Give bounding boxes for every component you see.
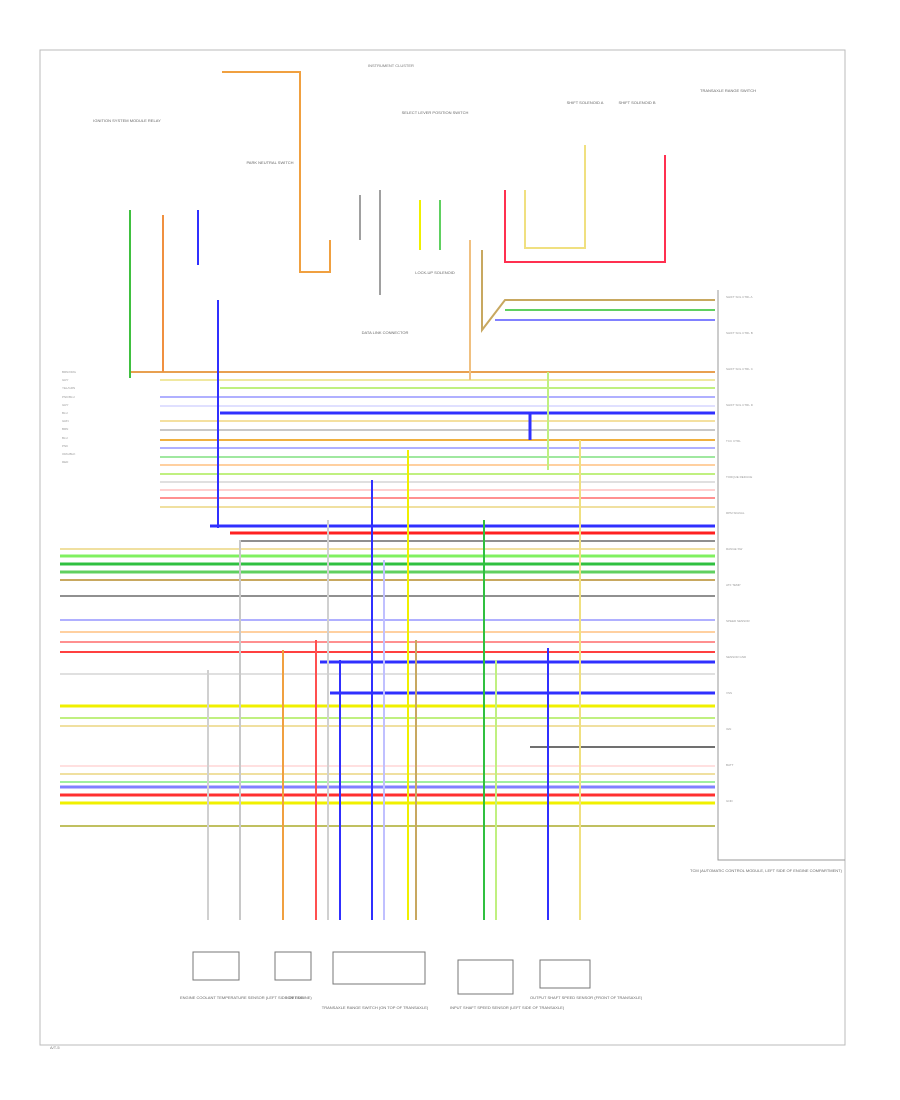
top-wire [504, 155, 666, 263]
tcm-pin-label: RPM SIGNAL [726, 511, 745, 515]
left-wire-label: YEL/GRN [62, 386, 76, 391]
component-label-c1: IGNITION SYSTEM MODULE RELAY [93, 118, 161, 123]
component-label-b5: OUTPUT SHAFT SPEED SENSOR (FRONT OF TRAN… [530, 995, 643, 1000]
left-wire-label: BRN/ORG [62, 370, 77, 374]
tcm-pin-label: TCC CTRL [726, 439, 741, 443]
component-label-c3: SELECT LEVER POSITION SWITCH [401, 110, 469, 115]
component-label-c4: SHIFT SOLENOID A [566, 100, 604, 105]
tcm-pin-label: SHIFT SOL CTRL D [726, 403, 753, 407]
left-wire-label: PNK [62, 443, 69, 448]
left-wire-label: GRY [62, 378, 69, 383]
tcm-connector-edge [717, 290, 845, 861]
header-label: INSTRUMENT CLUSTER [368, 63, 414, 68]
tcm-pin-label: SENSOR GND [726, 655, 747, 659]
component-label-c7: LOCK-UP SOLENOID [415, 270, 455, 275]
component-label-b2: IGNITION [286, 995, 304, 1000]
left-wire-label: BLU [62, 435, 68, 440]
component-label-b3: TRANSAXLE RANGE SWITCH (ON TOP OF TRANSA… [321, 1005, 429, 1010]
range-switch-box [332, 951, 426, 985]
tcm-pin-label: SPEED SENSOR [726, 619, 750, 623]
component-label-c2: PARK NEUTRAL SWITCH [246, 160, 294, 165]
component-label-c5: SHIFT SOLENOID B [618, 100, 656, 105]
top-wire [222, 71, 331, 273]
left-wire-label: GRN [62, 419, 69, 424]
tcm-pin-label: BATT [726, 763, 734, 767]
tcm-pin-label: SHIFT SOL CTRL A [726, 295, 753, 299]
tcm-pin-label: VSS [726, 691, 733, 695]
input-speed-sensor-box [457, 959, 514, 995]
left-wire-label: GRY [62, 402, 69, 407]
top-wire [524, 145, 586, 249]
left-wire-label: RED [62, 460, 69, 465]
component-label-b4: INPUT SHAFT SPEED SENSOR (LEFT SIDE OF T… [450, 1005, 565, 1010]
footer-code: A/T-5 [50, 1045, 60, 1050]
tcm-pin-label: TORQUE REDUCE [726, 475, 753, 479]
component-label-c6: TRANSAXLE RANGE SWITCH [700, 88, 757, 93]
tcm-pin-label: SHIFT SOL CTRL C [726, 367, 753, 371]
ect-sensor-box [192, 951, 240, 981]
ignition-box [274, 951, 312, 981]
top-wire [481, 250, 715, 333]
tcm-pin-label: ATF TEMP [726, 583, 741, 587]
tcm-pin-label: GND [726, 799, 733, 803]
output-speed-sensor-box [539, 959, 591, 989]
left-wire-label: BLU [62, 411, 68, 415]
left-wire-label: ORG/BLK [62, 452, 76, 456]
tcm-module-label: TCM (AUTOMATIC CONTROL MODULE, LEFT SIDE… [690, 868, 842, 873]
tcm-pin-label: SHIFT SOL CTRL B [726, 331, 753, 335]
tcm-pin-label: IGN [726, 727, 732, 731]
left-wire-label: BRN [62, 427, 69, 432]
component-label-c8: DATA LINK CONNECTOR [361, 330, 409, 335]
component-label-b1: ENGINE COOLANT TEMPERATURE SENSOR (LEFT … [180, 995, 312, 1000]
tcm-pin-label: RANGE SW [726, 547, 743, 551]
diagram-frame [39, 49, 846, 1046]
left-wire-label: PNK/BLU [62, 394, 75, 399]
